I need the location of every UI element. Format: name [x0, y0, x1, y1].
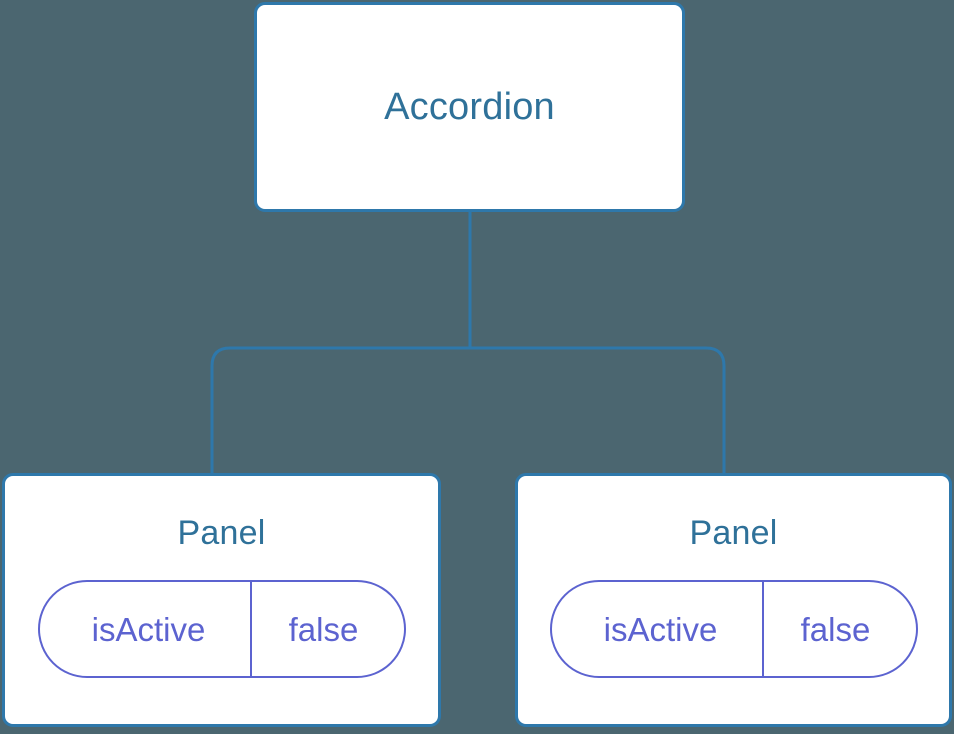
node-panel-2-label: Panel — [689, 514, 778, 552]
node-panel-1-label: Panel — [177, 514, 266, 552]
edge-child-bus — [210, 346, 726, 475]
node-panel-1[interactable]: Panel isActive false — [2, 473, 441, 727]
prop-key-isactive: isActive — [40, 582, 252, 676]
node-accordion-label: Accordion — [384, 86, 555, 128]
prop-pill-panel-2[interactable]: isActive false — [549, 580, 918, 678]
prop-value-isactive: false — [288, 610, 359, 648]
node-accordion[interactable]: Accordion — [254, 2, 685, 212]
prop-value-isactive: false — [800, 610, 871, 648]
node-panel-2[interactable]: Panel isActive false — [515, 473, 952, 727]
prop-key-isactive: isActive — [552, 582, 764, 676]
prop-pill-panel-1[interactable]: isActive false — [37, 580, 406, 678]
